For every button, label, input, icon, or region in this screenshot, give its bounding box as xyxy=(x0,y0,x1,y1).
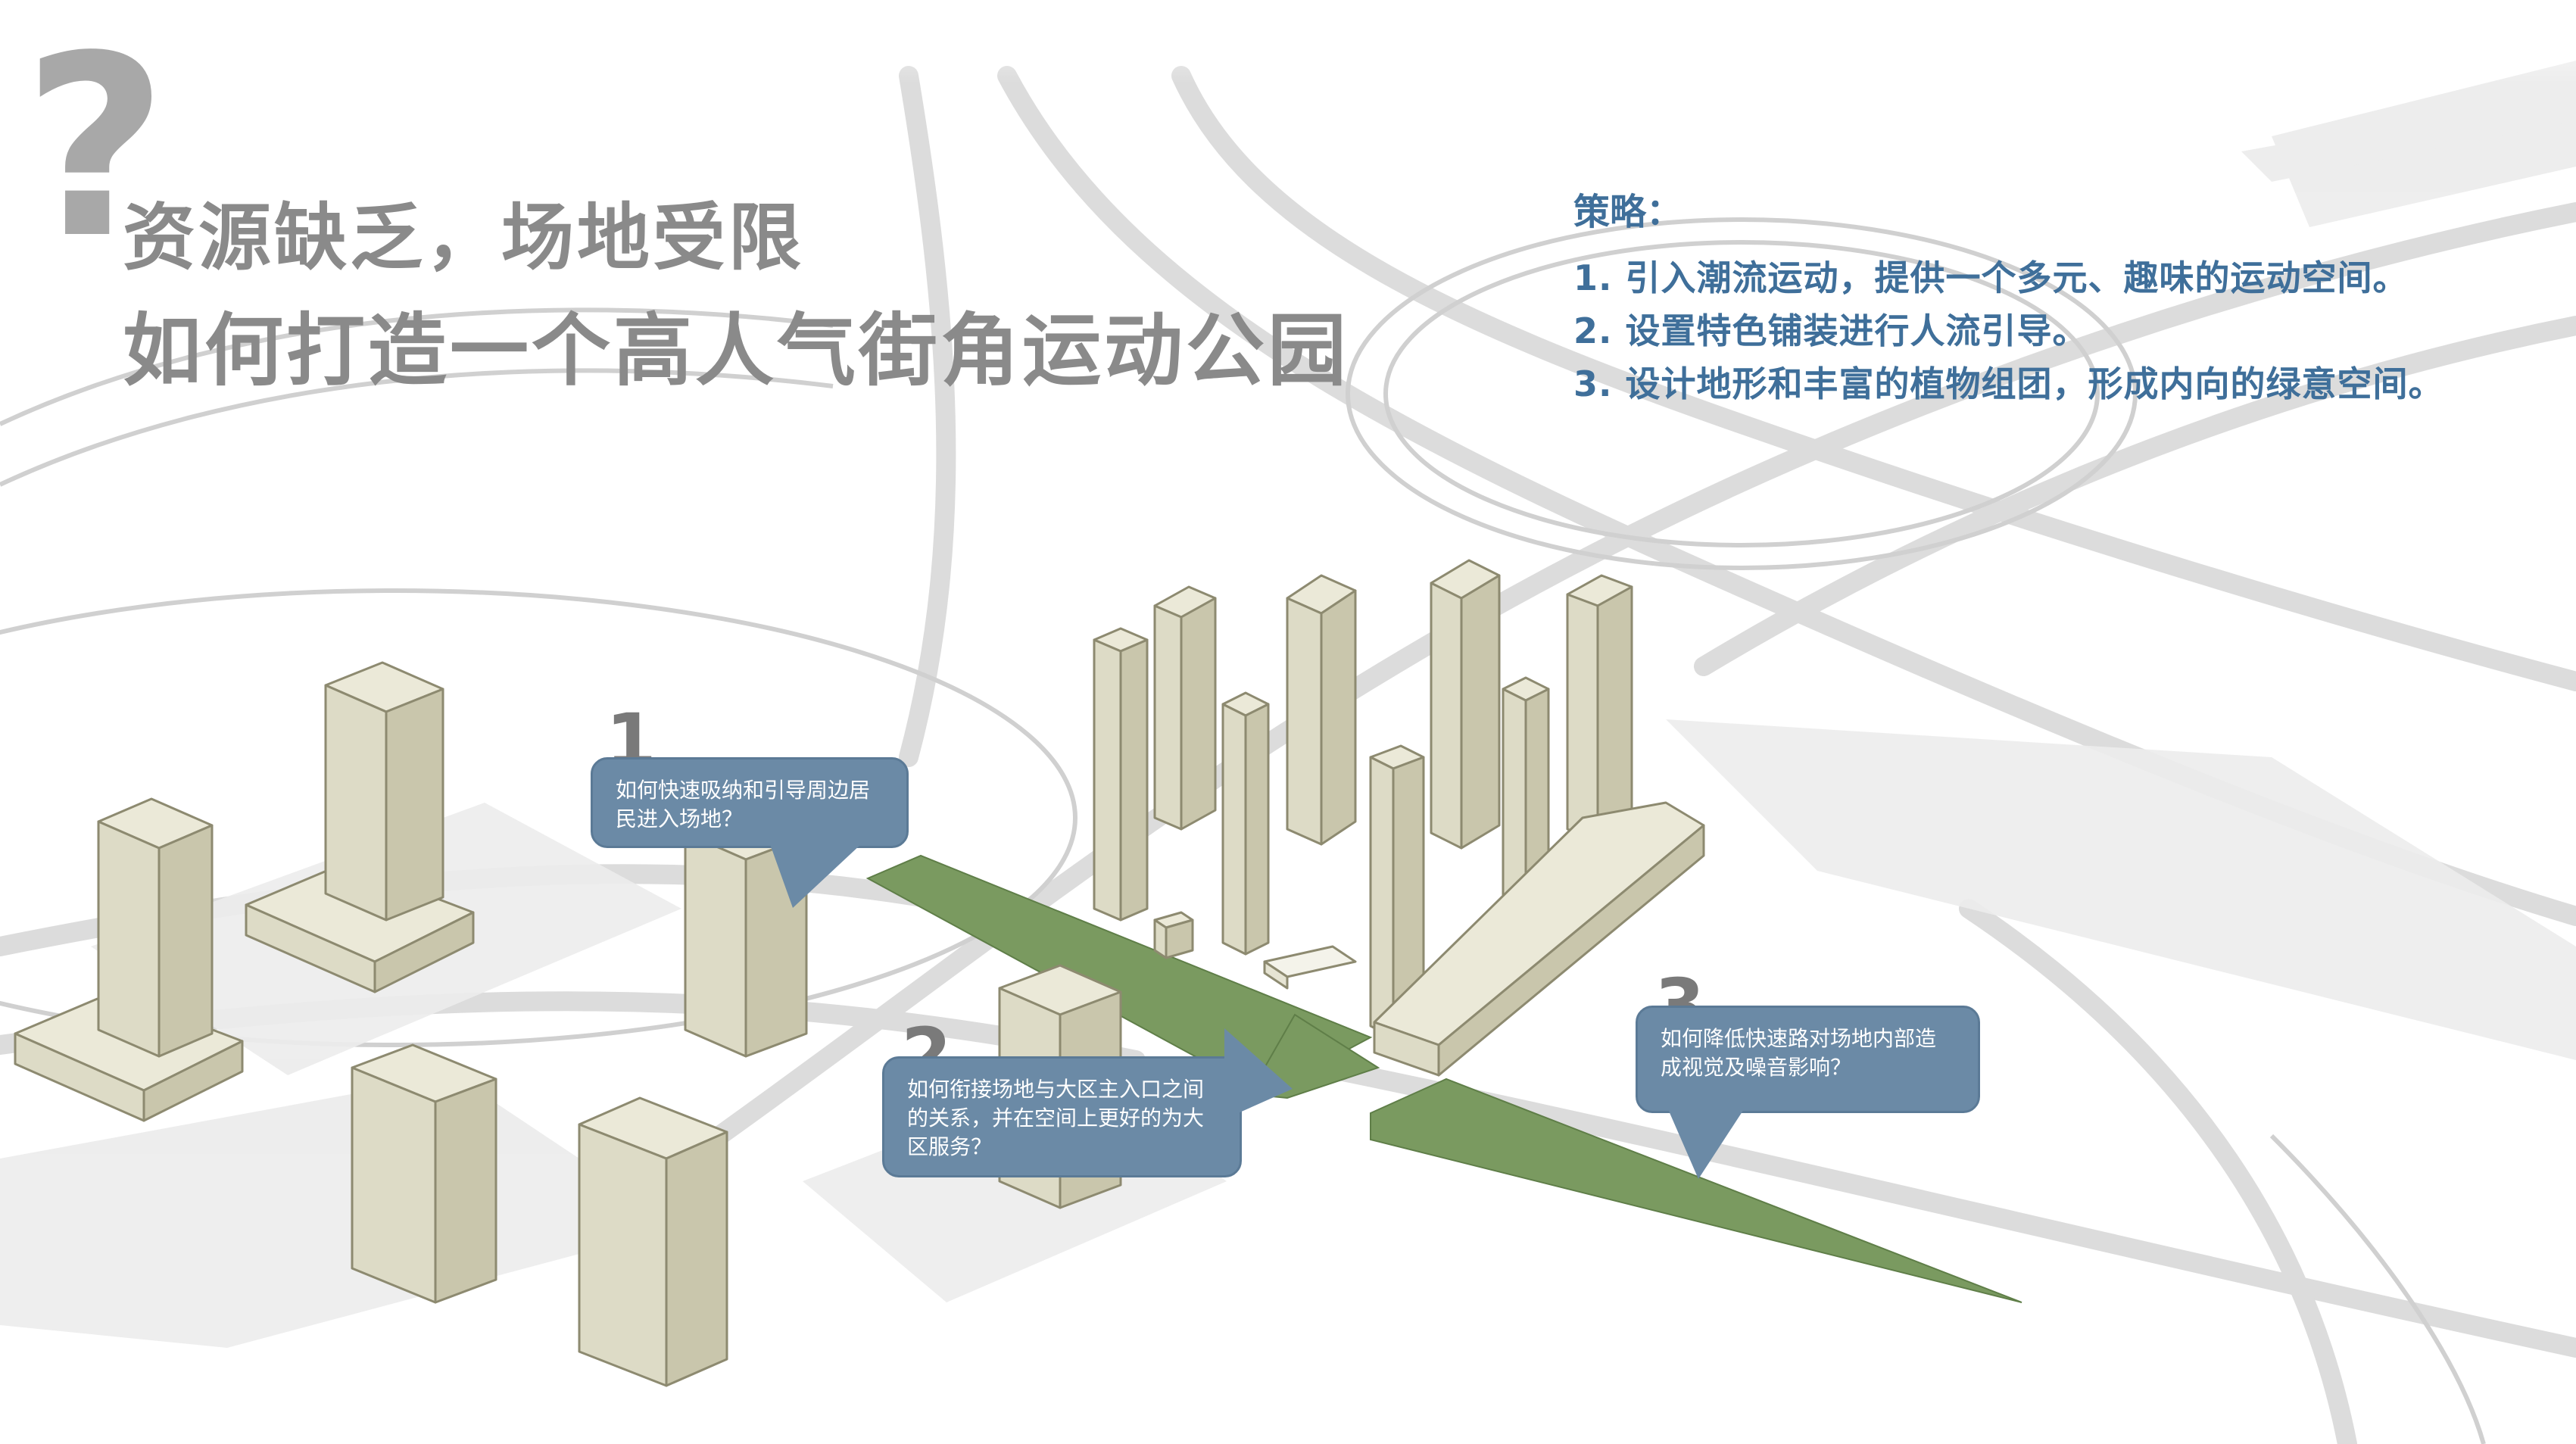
callout-text: 如何快速吸纳和引导周边居民进入场地？ xyxy=(616,778,871,831)
building xyxy=(1093,627,1149,922)
building xyxy=(351,1043,497,1304)
callout-bubble: 如何降低快速路对场地内部造成视觉及噪音影响？ xyxy=(1636,1006,1980,1179)
building xyxy=(1263,945,1357,990)
callout-pointer xyxy=(1224,1028,1293,1119)
building xyxy=(1153,911,1194,959)
page-subtitle: 如何打造一个高人气街角运动公园 xyxy=(123,304,1350,397)
page-title: 资源缺乏，场地受限 xyxy=(123,195,804,280)
residential-towers xyxy=(14,559,1705,1387)
strategy-item: 3. 设计地形和丰富的植物组团，形成内向的绿意空间。 xyxy=(1573,363,2444,404)
strategy-heading: 策略： xyxy=(1573,191,1683,233)
callout-text: 如何降低快速路对场地内部造成视觉及噪音影响？ xyxy=(1661,1026,1937,1080)
building xyxy=(1430,559,1501,850)
building xyxy=(1373,801,1705,1077)
question-mark-icon: ? xyxy=(23,2,168,293)
callout-pointer xyxy=(1668,1109,1744,1179)
building xyxy=(1369,744,1425,1039)
building xyxy=(245,661,475,993)
building xyxy=(1153,585,1217,831)
building xyxy=(1286,574,1357,846)
strategy-panel: 策略： 1. 引入潮流运动，提供一个多元、趣味的运动空间。 2. 设置特色铺装进… xyxy=(1573,182,2565,410)
callout-text: 如何衔接场地与大区主入口之间的关系，并在空间上更好的为大区服务？ xyxy=(907,1077,1205,1159)
building xyxy=(14,797,244,1122)
building xyxy=(1566,574,1633,842)
building xyxy=(578,1096,728,1387)
building xyxy=(1221,691,1270,956)
strategy-item: 2. 设置特色铺装进行人流引导。 xyxy=(1573,310,2088,351)
callout-bubble: 如何衔接场地与大区主入口之间的关系，并在空间上更好的为大区服务？ xyxy=(882,1028,1293,1177)
park-strip-south xyxy=(1370,1078,2022,1303)
callout-bubble: 如何快速吸纳和引导周边居民进入场地？ xyxy=(591,757,909,908)
callout-pointer xyxy=(770,844,861,908)
strategy-item: 1. 引入潮流运动，提供一个多元、趣味的运动空间。 xyxy=(1573,257,2409,298)
